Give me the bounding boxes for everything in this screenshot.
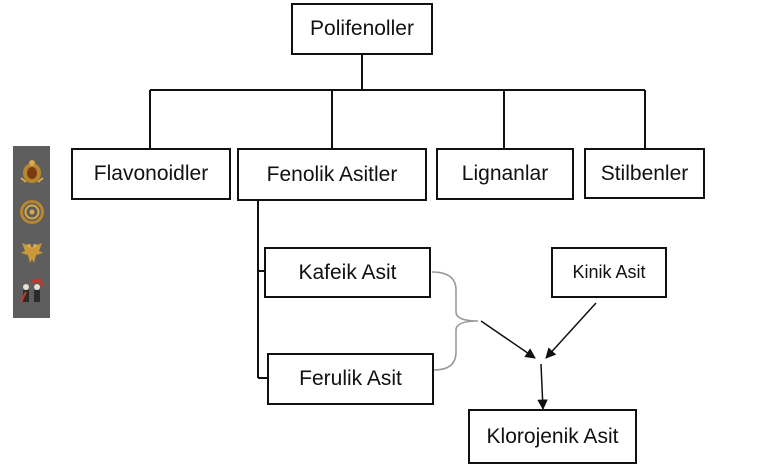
ottoman-coat-of-arms-icon — [19, 160, 44, 183]
node-stilbenler: Stilbenler — [584, 148, 705, 199]
node-klorojenik-asit: Klorojenik Asit — [468, 409, 637, 464]
node-ferulik-asit: Ferulik Asit — [267, 353, 434, 405]
arrow-to-klorojenik — [537, 363, 548, 411]
arrow-kinik-to-junction — [545, 302, 597, 359]
node-kafeik-asit: Kafeik Asit — [264, 247, 431, 298]
node-kinik-asit: Kinik Asit — [551, 247, 667, 298]
node-fenolik-asitler: Fenolik Asitler — [237, 148, 427, 201]
double-headed-eagle-icon — [20, 243, 43, 263]
node-lignanlar: Lignanlar — [436, 148, 574, 200]
seal-medallion-icon — [19, 200, 44, 224]
emblem-side-panel — [13, 146, 50, 318]
arrow-acids-to-junction — [480, 320, 536, 359]
group-bracket — [431, 271, 479, 371]
node-polifenoller: Polifenoller — [291, 3, 433, 55]
cavalry-figures-icon — [19, 278, 43, 303]
tree-connectors — [149, 55, 646, 379]
node-flavonoidler: Flavonoidler — [71, 148, 231, 200]
